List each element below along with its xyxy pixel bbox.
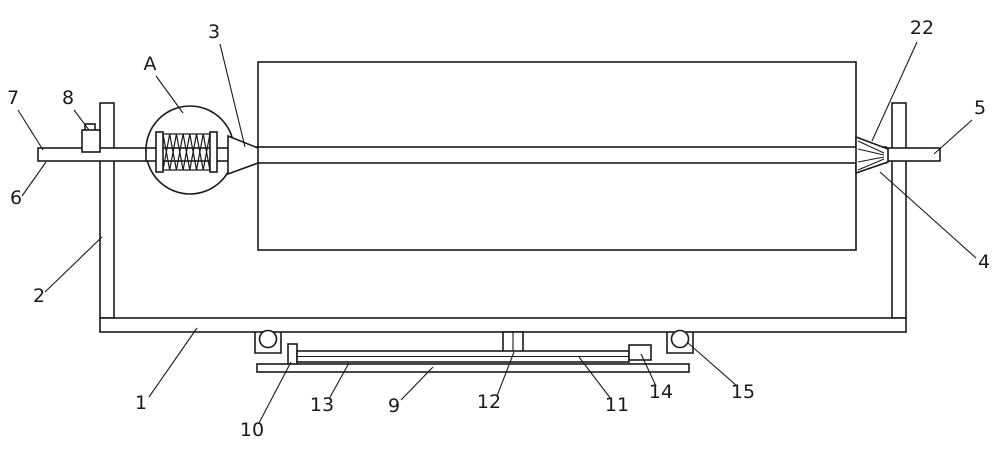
detail-callout-a xyxy=(145,105,235,195)
label-8: 8 xyxy=(62,87,74,109)
rail-end-block xyxy=(628,344,652,361)
fan-rib-3 xyxy=(857,156,885,163)
label-13: 13 xyxy=(310,394,334,416)
leader-7 xyxy=(17,109,44,151)
leader-22 xyxy=(871,41,918,142)
label-11: 11 xyxy=(605,394,629,416)
label-6: 6 xyxy=(10,187,22,209)
label-12: 12 xyxy=(477,391,501,413)
shaft-main xyxy=(255,146,887,164)
rail-lower-plate xyxy=(256,363,690,373)
bearing-block-body xyxy=(81,129,101,153)
label-5: 5 xyxy=(974,97,986,119)
fan-collar-right xyxy=(855,135,889,175)
leader-a xyxy=(155,75,184,114)
leader-lines xyxy=(17,41,977,424)
fan-rib-4 xyxy=(857,158,885,171)
wheel-right xyxy=(670,329,690,349)
leader-9 xyxy=(400,366,434,401)
leader-3 xyxy=(219,43,246,148)
left-post xyxy=(99,102,115,319)
leader-11 xyxy=(578,356,612,400)
spring-flange-right xyxy=(209,131,218,173)
spring-coil-cross xyxy=(162,133,211,171)
fan-collar-outline xyxy=(855,135,889,175)
leader-13 xyxy=(328,362,350,400)
leader-14 xyxy=(640,353,657,387)
leader-6 xyxy=(21,161,47,197)
leader-10 xyxy=(258,361,292,424)
part-labels: 3 A 22 7 8 5 6 2 4 1 10 13 9 12 11 14 15 xyxy=(7,17,990,441)
shaft-right-stub xyxy=(885,147,941,162)
label-14: 14 xyxy=(649,381,673,403)
leader-15 xyxy=(687,342,738,387)
label-1: 1 xyxy=(135,392,147,414)
wheel-bracket-left xyxy=(254,332,282,354)
slide-carriage xyxy=(254,329,694,373)
wheel-left xyxy=(258,329,278,349)
fan-rib-2 xyxy=(857,148,885,156)
leader-4 xyxy=(879,171,977,259)
leader-12 xyxy=(496,351,515,397)
carriage-connector-left xyxy=(287,343,298,367)
leader-8 xyxy=(73,109,90,131)
leader-2 xyxy=(44,236,103,293)
label-4: 4 xyxy=(978,251,990,273)
label-2: 2 xyxy=(33,285,45,307)
bearing-block xyxy=(81,123,101,153)
taper-collar-left xyxy=(227,134,259,176)
fan-rib-1 xyxy=(857,140,885,154)
base-bar xyxy=(99,317,907,333)
spring-flange-left xyxy=(155,131,164,173)
label-a: A xyxy=(144,53,157,75)
label-9: 9 xyxy=(388,395,400,417)
label-3: 3 xyxy=(208,21,220,43)
leader-5 xyxy=(933,119,973,155)
wheel-bracket-right xyxy=(666,332,694,354)
label-10: 10 xyxy=(240,419,264,441)
label-22: 22 xyxy=(910,17,934,39)
leader-1 xyxy=(148,327,198,398)
label-7: 7 xyxy=(7,87,19,109)
right-post xyxy=(891,102,907,319)
label-15: 15 xyxy=(731,381,755,403)
